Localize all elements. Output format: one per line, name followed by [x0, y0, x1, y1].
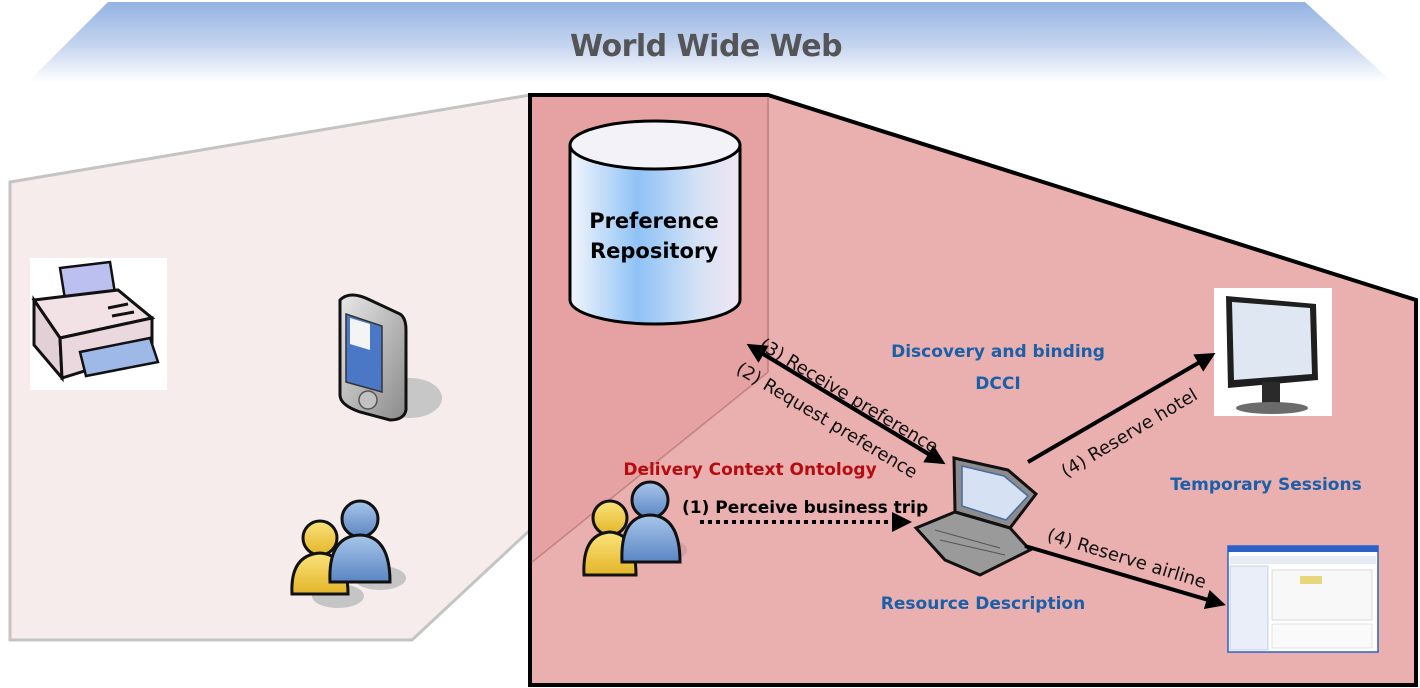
label-delivery-context-ontology: Delivery Context Ontology [623, 460, 876, 480]
left-panel [8, 93, 532, 642]
users-icon-left [290, 499, 406, 608]
arrow-reserve-airline [1024, 544, 1226, 610]
airline-app-window-icon[interactable] [1227, 545, 1379, 653]
arrow-reserve-hotel [1026, 352, 1216, 464]
hotel-monitor-icon[interactable] [1214, 288, 1332, 416]
printer-icon [30, 258, 167, 390]
label-resource-description: Resource Description [881, 594, 1085, 614]
preference-repository-database[interactable]: Preference Repository [568, 119, 742, 326]
label-perceive-trip: (1) Perceive business trip [682, 498, 928, 518]
repository-label-line2: Repository [590, 239, 718, 263]
web-banner: World Wide Web [28, 2, 1392, 82]
pda-icon [338, 293, 442, 422]
label-dcci: DCCI [975, 374, 1020, 394]
label-discovery-binding: Discovery and binding [891, 342, 1105, 362]
laptop-icon[interactable] [913, 456, 1039, 577]
banner-title: World Wide Web [570, 29, 842, 64]
users-icon-right [582, 480, 687, 577]
repository-label-line1: Preference [589, 209, 719, 233]
label-temporary-sessions: Temporary Sessions [1170, 475, 1361, 495]
arrow-receive-request [746, 343, 946, 465]
